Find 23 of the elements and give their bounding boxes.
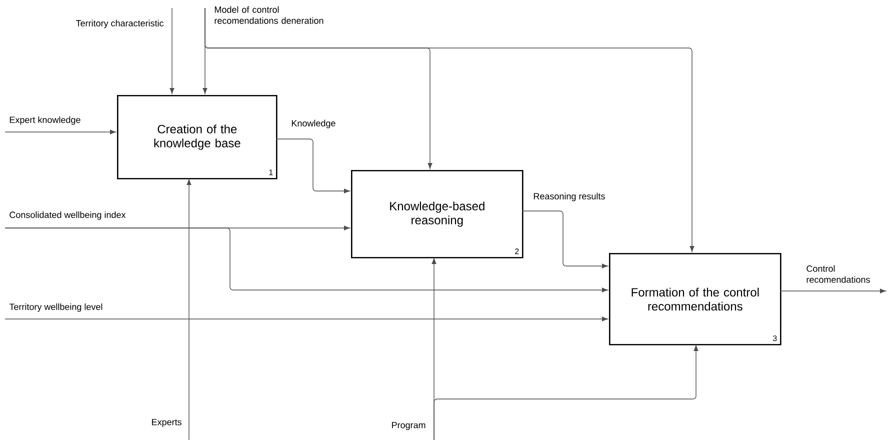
arrow [4, 316, 608, 322]
arrow [276, 138, 350, 194]
arrow-label: Control recomendations [806, 265, 870, 283]
arrow [522, 210, 608, 268]
arrow-label: Model of control recomendations deneration [214, 6, 324, 24]
arrow-label: Experts [152, 418, 182, 428]
arrow-label: Expert knowledge [10, 116, 80, 125]
edge-label: Reasoning results [532, 192, 606, 202]
arrow [4, 130, 116, 134]
process-box: Formation of the control recommendations 3 [609, 253, 782, 346]
arrow-label: Territory characteristic [76, 20, 164, 28]
arrow [780, 288, 886, 294]
arrow [186, 179, 192, 440]
arrow [4, 228, 608, 292]
process-box: Creation of the knowledge base 1 [117, 95, 278, 180]
arrow-label: Program [392, 422, 426, 430]
arrow-label: Territory wellbeing level [9, 303, 102, 312]
process-box: Knowledge-based reasoning 2 [351, 170, 524, 258]
edge-label: Knowledge [290, 118, 337, 130]
arrow-label: Consolidated wellbeing index [10, 211, 126, 220]
arrow [204, 8, 694, 252]
arrow [170, 8, 174, 94]
arrow [434, 345, 698, 440]
